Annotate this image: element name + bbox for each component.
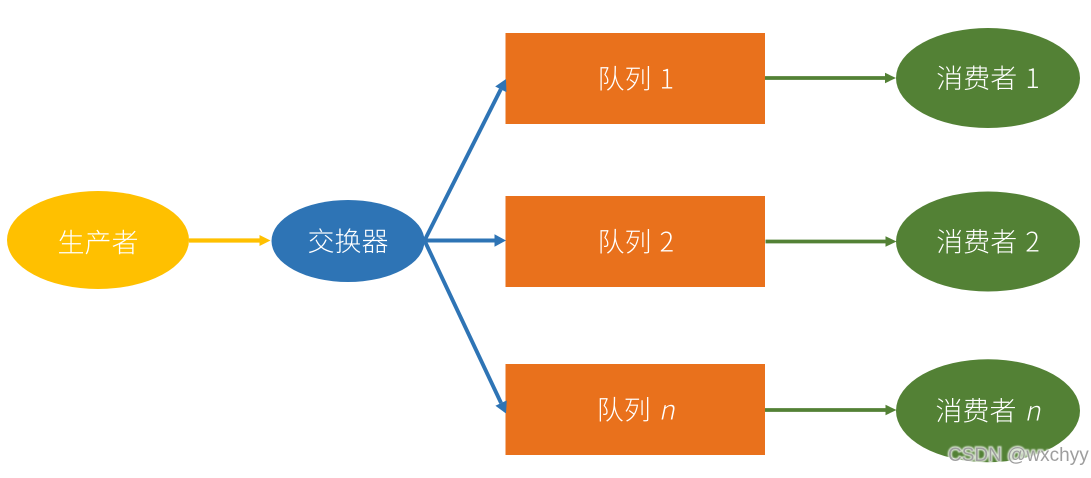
svg-text:CSDN @wxchyy: CSDN @wxchyy [948, 445, 1089, 466]
svg-text:CSDN @wxchyy: CSDN @wxchyy [948, 445, 1089, 466]
